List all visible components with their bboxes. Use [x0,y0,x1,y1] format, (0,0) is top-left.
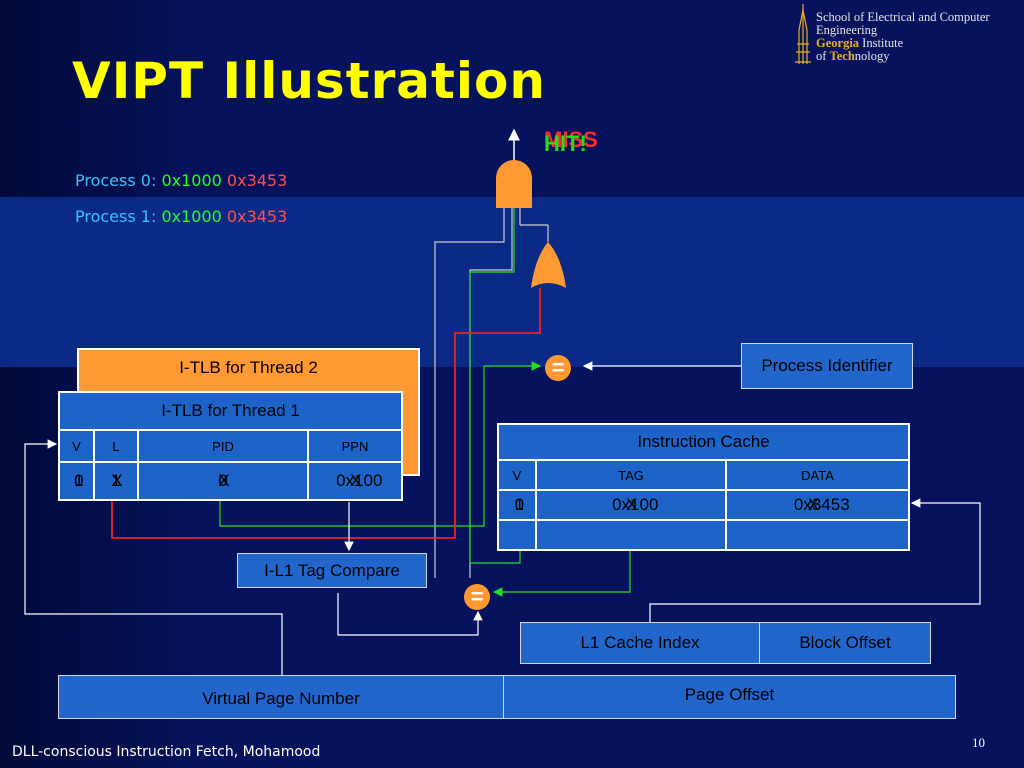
pid-comparator: = [545,355,571,381]
process-1-line: Process 1: 0x1000 0x3453 [75,207,287,226]
tag-compare-box: I-L1 Tag Compare [237,553,427,588]
process-1-label: Process 1: [75,207,157,226]
tlb1-title: I-TLB for Thread 1 [58,391,403,431]
tech-tower-icon [795,4,811,64]
tlb1-col-pid: PID [137,429,309,463]
logo-line2: Engineering [816,23,878,37]
tlb1-col-l: L [93,429,139,463]
icache-col-tag: TAG [535,459,727,491]
tlb2-title: I-TLB for Thread 2 [179,358,318,377]
icache-col-data: DATA [725,459,910,491]
logo-text: School of Electrical and Computer Engine… [816,11,990,63]
tag-comparator: = [464,584,490,610]
footer-text: DLL-conscious Instruction Fetch, Mohamoo… [12,744,321,760]
page-offset-box: Page Offset [503,675,956,719]
icache-empty-v [497,519,537,551]
georgia-tech-logo [795,4,811,64]
slide-title: VIPT Illustration [72,52,546,110]
page-number: 10 [972,735,985,750]
virtual-page-number-box: Virtual Page Number [58,675,504,719]
hit-text: HIT! [544,131,587,156]
process-0-vaddr: 0x1000 [161,171,222,190]
process-0-data: 0x3453 [226,171,288,190]
icache-empty-tag [535,519,727,551]
and-gate-icon [496,160,532,208]
process-identifier-box: Process Identifier [741,343,913,389]
tlb1-col-v: V [58,429,95,463]
or-gate-icon [531,242,566,288]
process-1-data: 0x3453 [226,207,288,226]
icache-empty-data [725,519,910,551]
icache-title: Instruction Cache [497,423,910,461]
logo-line3: Georgia Institute [816,36,904,50]
miss-text: MISS [544,127,598,152]
process-1-vaddr: 0x1000 [161,207,222,226]
l1-cache-index-box: L1 Cache Index [520,622,760,664]
icache-col-v: V [497,459,537,491]
logo-line1: School of Electrical and Computer [816,10,990,24]
logo-line4: of Technology [816,49,890,63]
tlb1-col-ppn: PPN [307,429,403,463]
process-0-label: Process 0: [75,171,157,190]
block-offset-box: Block Offset [759,622,931,664]
process-0-line: Process 0: 0x1000 0x3453 [75,171,287,190]
